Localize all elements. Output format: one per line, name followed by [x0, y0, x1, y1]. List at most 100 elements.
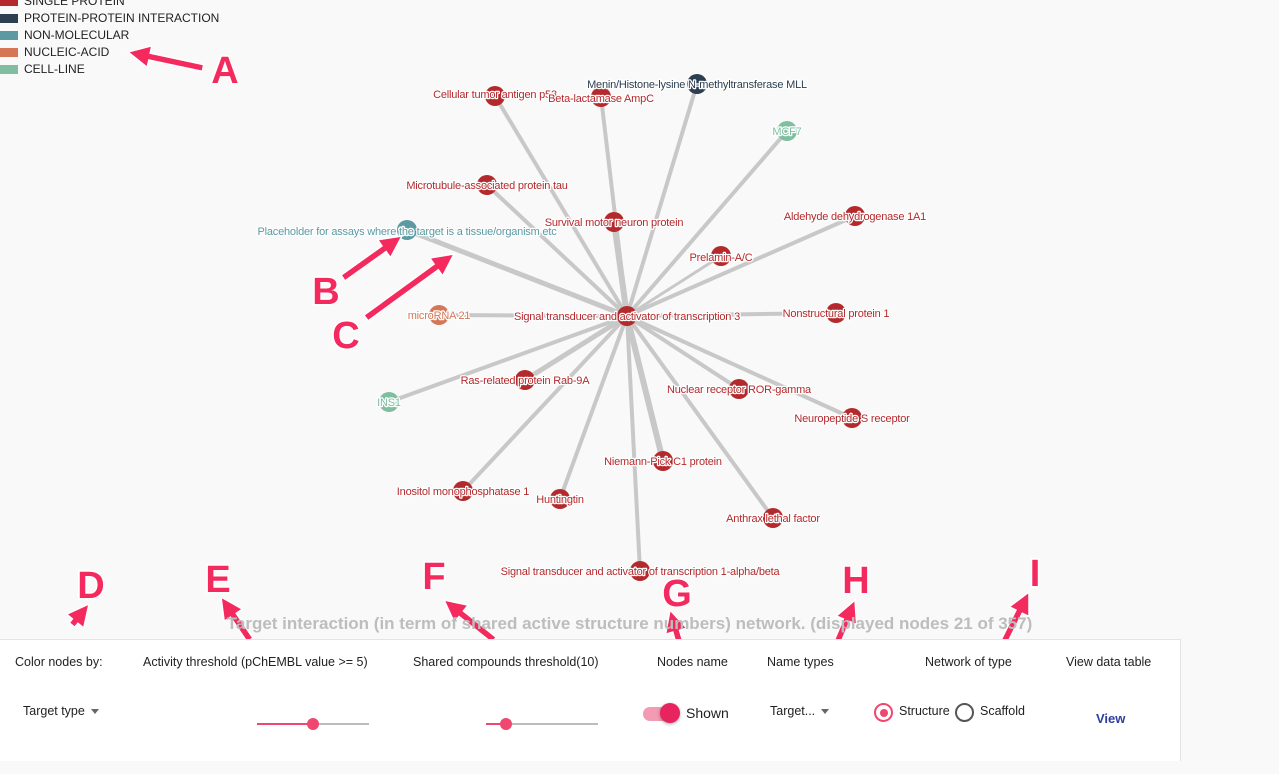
node-circle[interactable] [763, 508, 783, 528]
node-circle[interactable] [729, 379, 749, 399]
network-node[interactable]: Huntingtin [535, 489, 585, 509]
radio-dot [879, 708, 888, 717]
network-edge [437, 313, 629, 318]
network-node[interactable]: Signal transducer and activator of trans… [499, 561, 782, 581]
network-node[interactable]: Inositol monophosphatase 1 [396, 481, 531, 501]
node-circle[interactable] [617, 306, 637, 326]
node-label: Menin/Histone-lysine N-methyltransferase… [587, 79, 807, 91]
network-edge [625, 314, 854, 420]
network-edge [625, 129, 789, 318]
activity-threshold-slider[interactable] [257, 716, 369, 732]
legend-swatch [0, 65, 18, 74]
network-edge [387, 314, 629, 404]
network-node[interactable]: Beta-lactamase AmpC [547, 87, 656, 107]
radio-label: Scaffold [980, 704, 1025, 718]
node-label: Niemann-Pick C1 protein [604, 456, 722, 468]
network-node[interactable]: Niemann-Pick C1 protein [603, 451, 723, 471]
node-circle[interactable] [453, 481, 473, 501]
name-types-dropdown[interactable]: Target... [770, 704, 830, 718]
slider-thumb[interactable] [307, 718, 319, 730]
network-node[interactable]: Prelamin-A/C [688, 246, 754, 266]
node-circle[interactable] [591, 87, 611, 107]
network-edge [558, 314, 629, 501]
network-node[interactable]: Ras-related protein Rab-9A [459, 370, 592, 390]
color-nodes-by-value: Target type [23, 704, 85, 718]
color-nodes-by-dropdown[interactable]: Target type [23, 704, 99, 718]
annotation-letter: G [662, 573, 692, 615]
activity-threshold-label: Activity threshold (pChEMBL value >= 5) [143, 655, 368, 669]
network-node[interactable]: microRNA 21 [406, 305, 472, 325]
network-node[interactable]: Aldehyde dehydrogenase 1A1 [783, 206, 928, 226]
annotation-arrow [220, 595, 254, 640]
network-node[interactable]: Menin/Histone-lysine N-methyltransferase… [586, 74, 808, 94]
network-node[interactable]: Microtubule-associated protein tau [405, 175, 569, 195]
network-edge [625, 314, 741, 391]
annotation-arrow [126, 44, 205, 73]
network-title: Target interaction (in term of shared ac… [226, 614, 1033, 633]
annotation-letter: D [77, 565, 104, 607]
shared-compounds-threshold-slider[interactable] [486, 716, 598, 732]
node-circle[interactable] [485, 86, 505, 106]
node-circle[interactable] [550, 489, 570, 509]
chevron-down-icon [90, 709, 99, 715]
network-node[interactable]: Neuropeptide S receptor [793, 408, 912, 428]
network-node[interactable]: Nonstructural protein 1 [781, 303, 891, 323]
node-circle[interactable] [826, 303, 846, 323]
node-circle[interactable] [842, 408, 862, 428]
annotation-letter: H [842, 560, 869, 602]
nodes-name-toggle[interactable] [643, 702, 683, 724]
view-data-table-link[interactable]: View [1096, 711, 1126, 726]
network-node[interactable]: INS1 [376, 392, 402, 412]
legend-swatch [0, 31, 18, 40]
network-node[interactable]: Signal transducer and activator of trans… [513, 306, 742, 326]
node-label: Inositol monophosphatase 1 [397, 486, 529, 498]
nodes-name-value: Shown [686, 705, 729, 721]
node-circle[interactable] [604, 212, 624, 232]
network-graph[interactable]: Signal transducer and activator of trans… [0, 0, 1279, 640]
annotation-arrow [65, 602, 91, 630]
legend-swatch [0, 48, 18, 57]
network-edge [461, 314, 629, 493]
network-node[interactable]: Anthrax lethal factor [725, 508, 822, 528]
slider-thumb[interactable] [500, 718, 513, 730]
network-nodes[interactable]: Signal transducer and activator of trans… [256, 74, 928, 581]
node-label: Survival motor neuron protein [545, 217, 684, 229]
node-label: INS1 [377, 397, 401, 409]
node-circle[interactable] [845, 206, 865, 226]
name-types-label: Name types [767, 655, 834, 669]
network-node[interactable]: Nuclear receptor ROR-gamma [666, 379, 814, 399]
network-edge [625, 214, 857, 318]
toggle-thumb [660, 703, 680, 723]
network-node[interactable]: Survival motor neuron protein [544, 212, 685, 232]
view-data-table-label: View data table [1066, 655, 1152, 669]
node-circle[interactable] [429, 305, 449, 325]
slider-fill [486, 723, 507, 725]
legend-label: PROTEIN-PROTEIN INTERACTION [24, 11, 220, 25]
network-edge [625, 311, 838, 318]
annotation-arrow [339, 235, 404, 282]
annotation-letter: I [1030, 553, 1041, 595]
chevron-down-icon [821, 709, 830, 715]
node-circle[interactable] [687, 74, 707, 94]
annotation-letter: E [205, 559, 230, 601]
node-circle[interactable] [397, 220, 417, 240]
network-edge [611, 219, 630, 319]
legend-label: NUCLEIC-ACID [24, 45, 110, 59]
network-edge [625, 82, 699, 318]
network-node[interactable]: Cellular tumor antigen p53 [432, 86, 558, 106]
controls-panel: Color nodes by: Target type Activity thr… [0, 639, 1181, 761]
node-label: Nonstructural protein 1 [783, 308, 890, 320]
node-circle[interactable] [711, 246, 731, 266]
node-circle[interactable] [630, 561, 650, 581]
node-circle[interactable] [777, 121, 797, 141]
slider-fill [257, 723, 313, 725]
annotation-letter: B [312, 271, 339, 313]
network-node[interactable]: Placeholder for assays where the target … [256, 220, 559, 240]
network-edges [387, 82, 857, 573]
network-node[interactable]: MCF7 [771, 121, 803, 141]
node-label: Signal transducer and activator of trans… [514, 311, 740, 323]
node-circle[interactable] [653, 451, 673, 471]
node-circle[interactable] [379, 392, 399, 412]
node-circle[interactable] [477, 175, 497, 195]
node-circle[interactable] [515, 370, 535, 390]
